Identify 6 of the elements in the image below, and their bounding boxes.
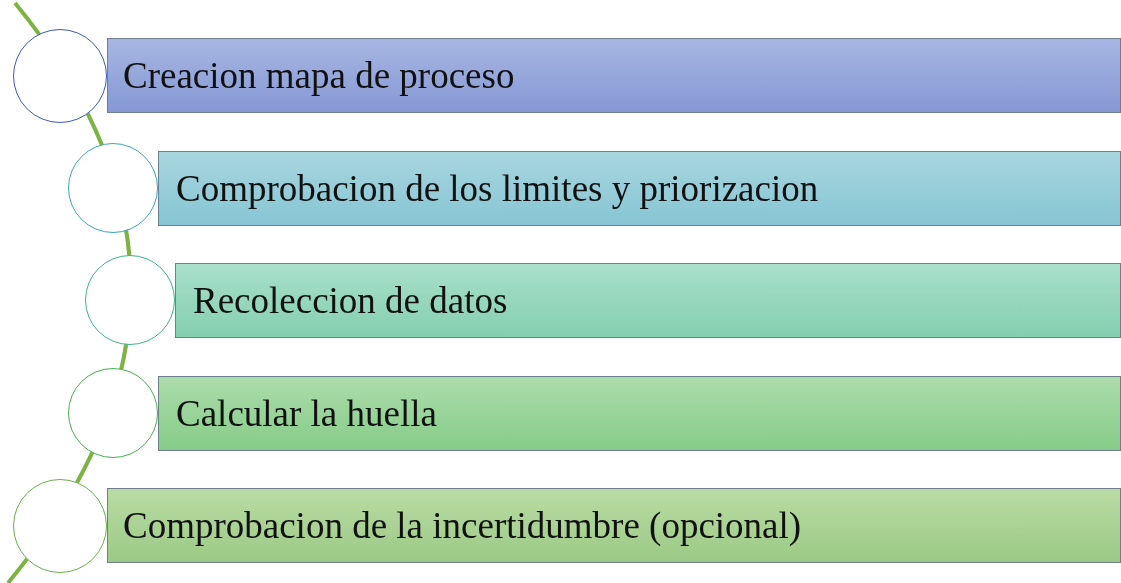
step-bar: Creacion mapa de proceso — [107, 38, 1121, 113]
step-bar: Comprobacion de los limites y priorizacion — [158, 151, 1121, 226]
circle-marker — [13, 29, 107, 123]
step-bar: Recoleccion de datos — [175, 263, 1121, 338]
step-bar: Calcular la huella — [158, 376, 1121, 451]
step-bar: Comprobacion de la incertidumbre (opcional) — [107, 488, 1121, 563]
